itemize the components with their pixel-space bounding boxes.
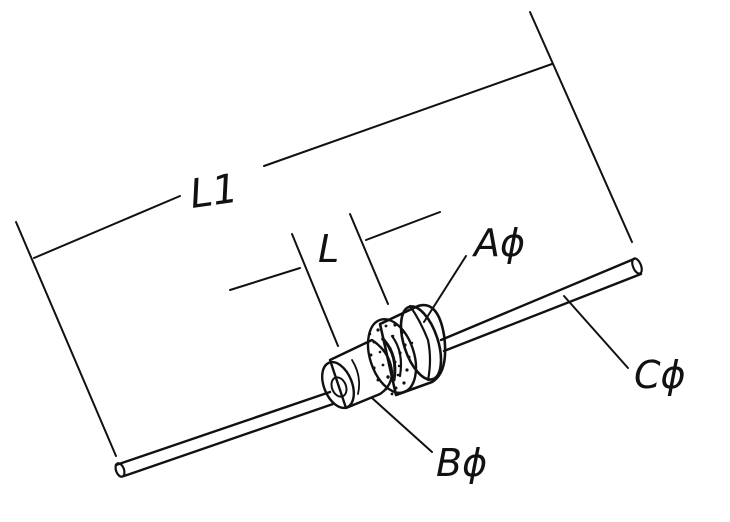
sleeve-body: [321, 338, 394, 410]
overall-length-dimension: [15, 11, 633, 457]
body-length-dimension: [229, 211, 441, 347]
body-length-label: L: [318, 227, 339, 271]
sleeve-diameter-label: Bϕ: [436, 441, 487, 485]
ring-body: [366, 303, 447, 397]
lead-diameter-leader: [563, 295, 629, 369]
lead-wire: [114, 257, 643, 478]
sleeve-diameter-leader: [371, 397, 433, 453]
ring-diameter-leader: [423, 255, 467, 323]
ring-diameter-label: Aϕ: [471, 221, 525, 265]
lead-diameter-label: Cϕ: [634, 353, 686, 397]
overall-length-label: L1: [187, 166, 241, 218]
